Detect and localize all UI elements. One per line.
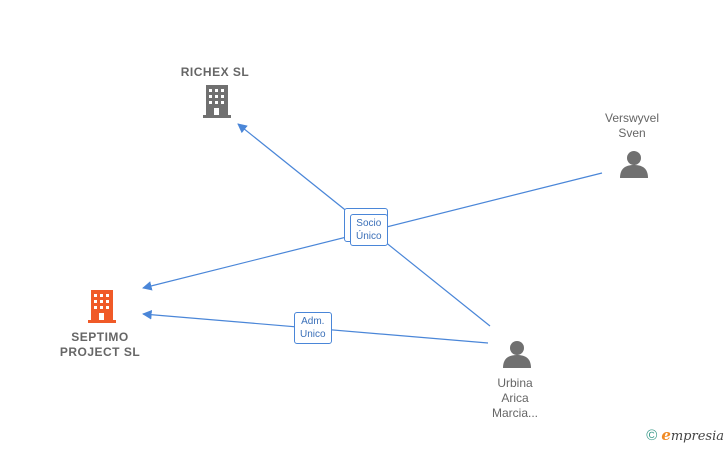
person-icon[interactable] (503, 341, 531, 368)
edge-label-adm-unico: Adm. Unico (294, 312, 332, 344)
node-label-richex[interactable]: RICHEX SL (180, 65, 250, 79)
person-icon[interactable] (620, 151, 648, 178)
brand-logo-e: e (661, 426, 671, 444)
copyright-symbol: © (646, 426, 658, 444)
node-label-urbina[interactable]: Urbina Arica Marcia... (491, 376, 538, 420)
node-label-septimo[interactable]: SEPTIMO PROJECT SL (59, 330, 141, 359)
building-icon[interactable] (203, 85, 231, 118)
edge-label-socio-unico: Socio Único (350, 214, 388, 246)
brand-logo: © empresia (646, 426, 724, 444)
node-label-verswyvel[interactable]: Verswyvel Sven (604, 111, 660, 140)
building-icon[interactable] (88, 290, 116, 323)
brand-logo-text: mpresia (670, 429, 724, 444)
